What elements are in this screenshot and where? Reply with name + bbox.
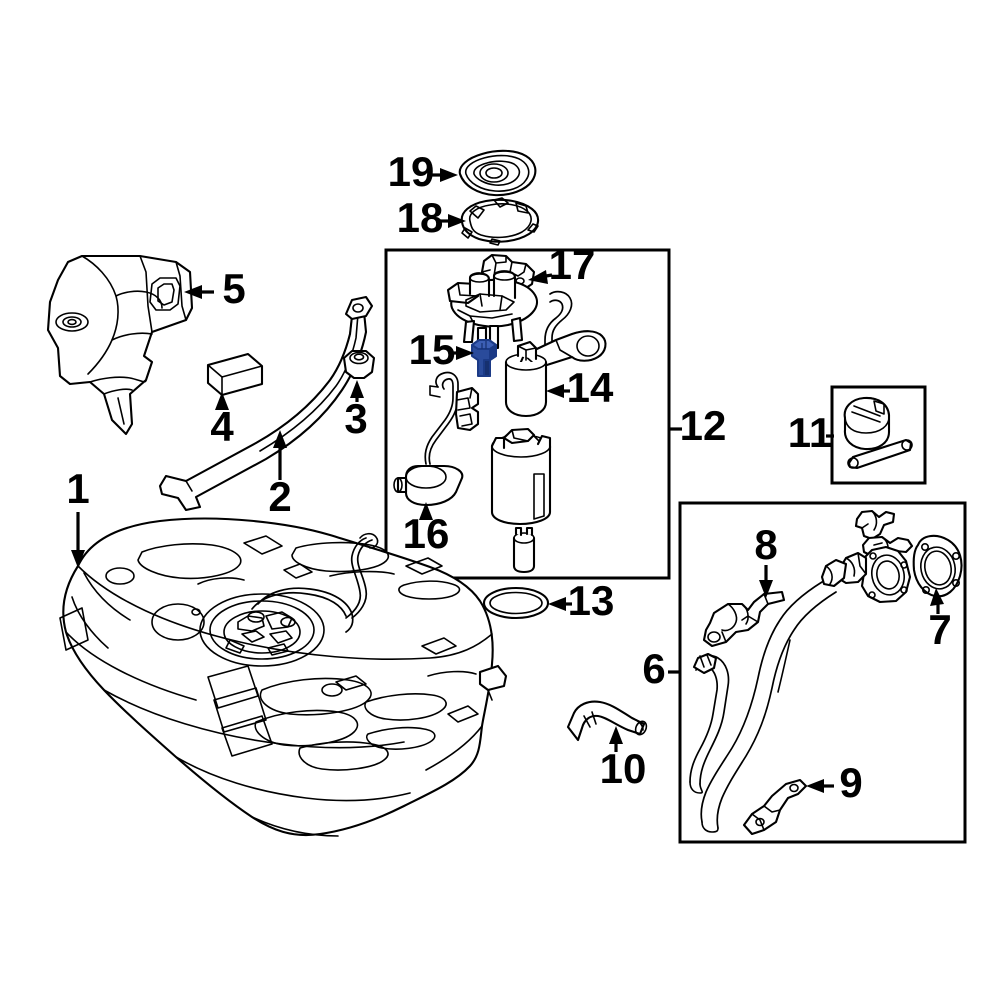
part-filler-hose-clamp[interactable] xyxy=(702,590,786,648)
part-filler-neck-assembly[interactable] xyxy=(689,509,914,836)
leader-2 xyxy=(273,430,287,480)
leader-19 xyxy=(428,168,458,182)
leader-4 xyxy=(215,392,229,410)
part-fuel-cap-tether[interactable] xyxy=(847,438,913,470)
callout-13[interactable]: 13 xyxy=(568,577,615,624)
group-box-12 xyxy=(384,248,671,580)
leader-14 xyxy=(546,384,570,398)
callout-15[interactable]: 15 xyxy=(409,326,456,373)
leader-3 xyxy=(350,380,364,402)
callout-3[interactable]: 3 xyxy=(344,395,367,442)
callout-7[interactable]: 7 xyxy=(928,606,951,653)
callout-6[interactable]: 6 xyxy=(642,645,665,692)
callout-19[interactable]: 19 xyxy=(388,148,435,195)
callout-18[interactable]: 18 xyxy=(397,194,444,241)
part-filler-neck-flange[interactable] xyxy=(912,534,963,598)
callout-14[interactable]: 14 xyxy=(567,364,614,411)
part-fuel-filter[interactable] xyxy=(504,290,607,418)
part-fuel-tank-strap[interactable] xyxy=(158,295,374,512)
part-fuel-pump-body[interactable] xyxy=(490,427,552,574)
callout-1[interactable]: 1 xyxy=(66,465,89,512)
part-heat-shield[interactable] xyxy=(46,254,194,436)
part-fuel-level-sensor[interactable] xyxy=(393,371,480,507)
part-access-cover[interactable] xyxy=(458,149,537,197)
callout-16[interactable]: 16 xyxy=(403,510,450,557)
leader-17 xyxy=(528,270,553,284)
callout-12[interactable]: 12 xyxy=(680,402,727,449)
part-lock-ring[interactable] xyxy=(460,197,540,246)
leader-15 xyxy=(450,346,474,360)
callout-10[interactable]: 10 xyxy=(600,745,647,792)
leader-5 xyxy=(184,285,214,299)
callout-5[interactable]: 5 xyxy=(222,265,245,312)
leader-10 xyxy=(609,726,623,752)
callout-11[interactable]: 11 xyxy=(788,409,832,456)
part-check-valve[interactable] xyxy=(471,339,497,377)
leader-13 xyxy=(548,597,572,611)
part-vent-hose[interactable] xyxy=(566,700,648,742)
part-pump-module-flange[interactable] xyxy=(446,270,538,350)
part-insulator-pad[interactable] xyxy=(206,352,264,397)
leader-18 xyxy=(438,214,466,228)
part-strap-nut[interactable] xyxy=(342,349,376,380)
callout-17[interactable]: 17 xyxy=(549,241,596,288)
part-tank-seal-ring[interactable] xyxy=(482,586,550,620)
leader-16 xyxy=(419,502,433,520)
part-fuel-cap[interactable] xyxy=(843,396,891,451)
leader-7 xyxy=(930,588,944,614)
part-fuel-tank[interactable] xyxy=(59,517,508,837)
callout-9[interactable]: 9 xyxy=(839,759,862,806)
callout-4[interactable]: 4 xyxy=(210,403,234,450)
leader-8 xyxy=(759,565,773,598)
callout-2[interactable]: 2 xyxy=(268,473,291,520)
leader-1 xyxy=(71,512,85,568)
leader-9 xyxy=(806,779,834,793)
callout-8[interactable]: 8 xyxy=(754,521,777,568)
